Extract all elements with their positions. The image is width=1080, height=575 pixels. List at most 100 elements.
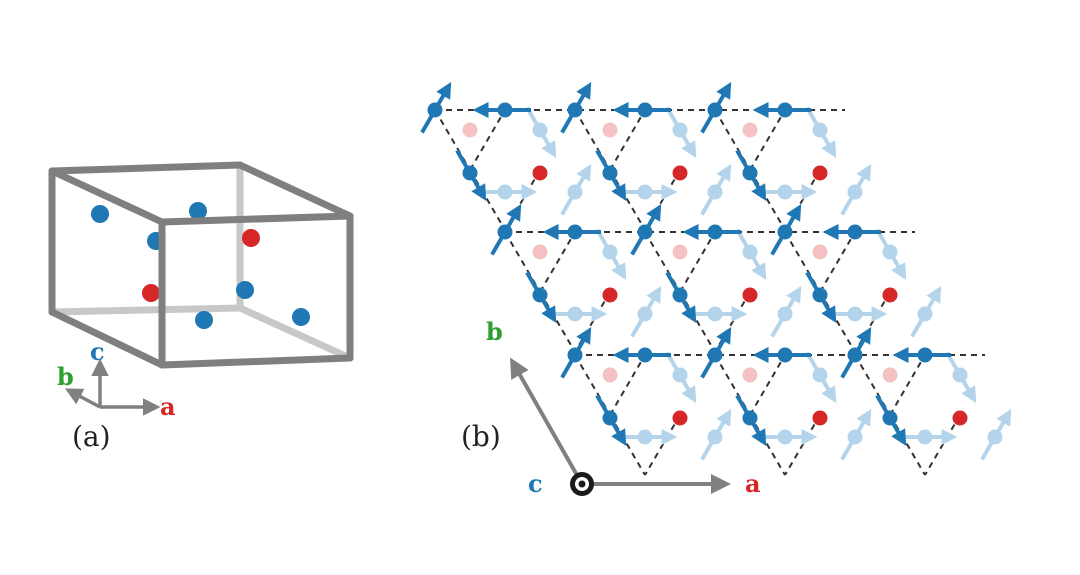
faded-spin	[917, 429, 933, 445]
atom-red-faded	[672, 244, 688, 260]
atom-blue	[236, 281, 254, 299]
spin-atom	[567, 224, 583, 240]
faded-spin	[847, 184, 863, 200]
spin-atom	[917, 347, 933, 363]
faded-spin	[742, 244, 758, 260]
faded-spin	[987, 429, 1003, 445]
atom-blue	[91, 205, 109, 223]
axis-b-label: b	[486, 317, 503, 346]
spin-atom	[742, 165, 758, 181]
unit-cell-atoms	[91, 202, 310, 329]
dashed-bond	[889, 354, 926, 416]
atom-red	[602, 287, 618, 303]
spin-atom	[707, 102, 723, 118]
dashed-bond	[749, 354, 786, 416]
spin-atom	[497, 224, 513, 240]
axis-b-arrow	[64, 388, 101, 409]
faded-spin	[882, 244, 898, 260]
spin-atom	[602, 410, 618, 426]
faded-spin	[707, 306, 723, 322]
spin-atom	[777, 224, 793, 240]
faded-spin	[497, 184, 513, 200]
faded-spin	[847, 429, 863, 445]
kagome-lattice	[420, 81, 1012, 476]
faded-spin	[637, 184, 653, 200]
atom-blue	[195, 311, 213, 329]
faded-spin	[952, 367, 968, 383]
atom-red-faded	[742, 122, 758, 138]
spin-atom	[637, 224, 653, 240]
spin-atom	[602, 165, 618, 181]
atom-red	[882, 287, 898, 303]
atom-red	[812, 410, 828, 426]
faded-spin	[637, 306, 653, 322]
dashed-bond	[819, 231, 856, 293]
faded-spin	[637, 429, 653, 445]
axis-a-label: a	[160, 392, 176, 421]
dashed-bond	[644, 414, 681, 476]
dot-in-circle-icon	[570, 472, 594, 496]
spin-atom	[637, 102, 653, 118]
spin-atom	[672, 287, 688, 303]
panel-b: a b c (b)	[420, 81, 1012, 498]
axis-a-label: a	[745, 469, 761, 498]
unit-cell-front-edges	[48, 161, 354, 369]
faded-spin	[707, 184, 723, 200]
faded-spin	[567, 306, 583, 322]
faded-spin	[917, 306, 933, 322]
faded-spin	[777, 184, 793, 200]
dashed-bond	[784, 414, 821, 476]
atom-red-faded	[462, 122, 478, 138]
faded-spin	[812, 367, 828, 383]
atom-red	[532, 165, 548, 181]
atom-red-faded	[602, 367, 618, 383]
dashed-bond	[924, 414, 961, 476]
atom-red	[952, 410, 968, 426]
spin-atom	[567, 347, 583, 363]
faded-spin	[672, 122, 688, 138]
faded-spin	[567, 184, 583, 200]
faded-spin	[532, 122, 548, 138]
dashed-bond	[539, 231, 576, 293]
axis-b-label: b	[57, 362, 74, 391]
spin-atom	[567, 102, 583, 118]
atom-red-faded	[532, 244, 548, 260]
faded-spin	[672, 367, 688, 383]
atom-red	[242, 229, 260, 247]
spin-atom	[847, 347, 863, 363]
atom-red	[142, 284, 160, 302]
panel-b-label: (b)	[461, 420, 501, 453]
spin-atom	[637, 347, 653, 363]
dashed-bond	[749, 109, 786, 171]
spin-atom	[777, 102, 793, 118]
atom-red-faded	[882, 367, 898, 383]
spin-atom	[532, 287, 548, 303]
spin-atom	[777, 347, 793, 363]
spin-atom	[707, 347, 723, 363]
axis-b-arrow	[510, 357, 584, 485]
axis-c-label: c	[90, 337, 105, 366]
atom-red	[742, 287, 758, 303]
panel-a-label: (a)	[72, 420, 111, 453]
atom-red-faded	[742, 367, 758, 383]
spin-atom	[462, 165, 478, 181]
faded-spin	[777, 429, 793, 445]
faded-spin	[707, 429, 723, 445]
dashed-bond	[609, 354, 646, 416]
axes-triad-b	[510, 357, 731, 494]
spin-atom	[882, 410, 898, 426]
faded-spin	[812, 122, 828, 138]
faded-spin	[602, 244, 618, 260]
panel-a: a c b (a)	[48, 161, 354, 453]
spin-atom	[497, 102, 513, 118]
spin-atom	[707, 224, 723, 240]
axes-triad-a	[64, 358, 161, 416]
spin-atom	[742, 410, 758, 426]
atom-blue	[189, 202, 207, 220]
atom-red-faded	[602, 122, 618, 138]
spin-atom	[812, 287, 828, 303]
faded-spin	[847, 306, 863, 322]
atom-red	[672, 165, 688, 181]
atom-red-faded	[812, 244, 828, 260]
